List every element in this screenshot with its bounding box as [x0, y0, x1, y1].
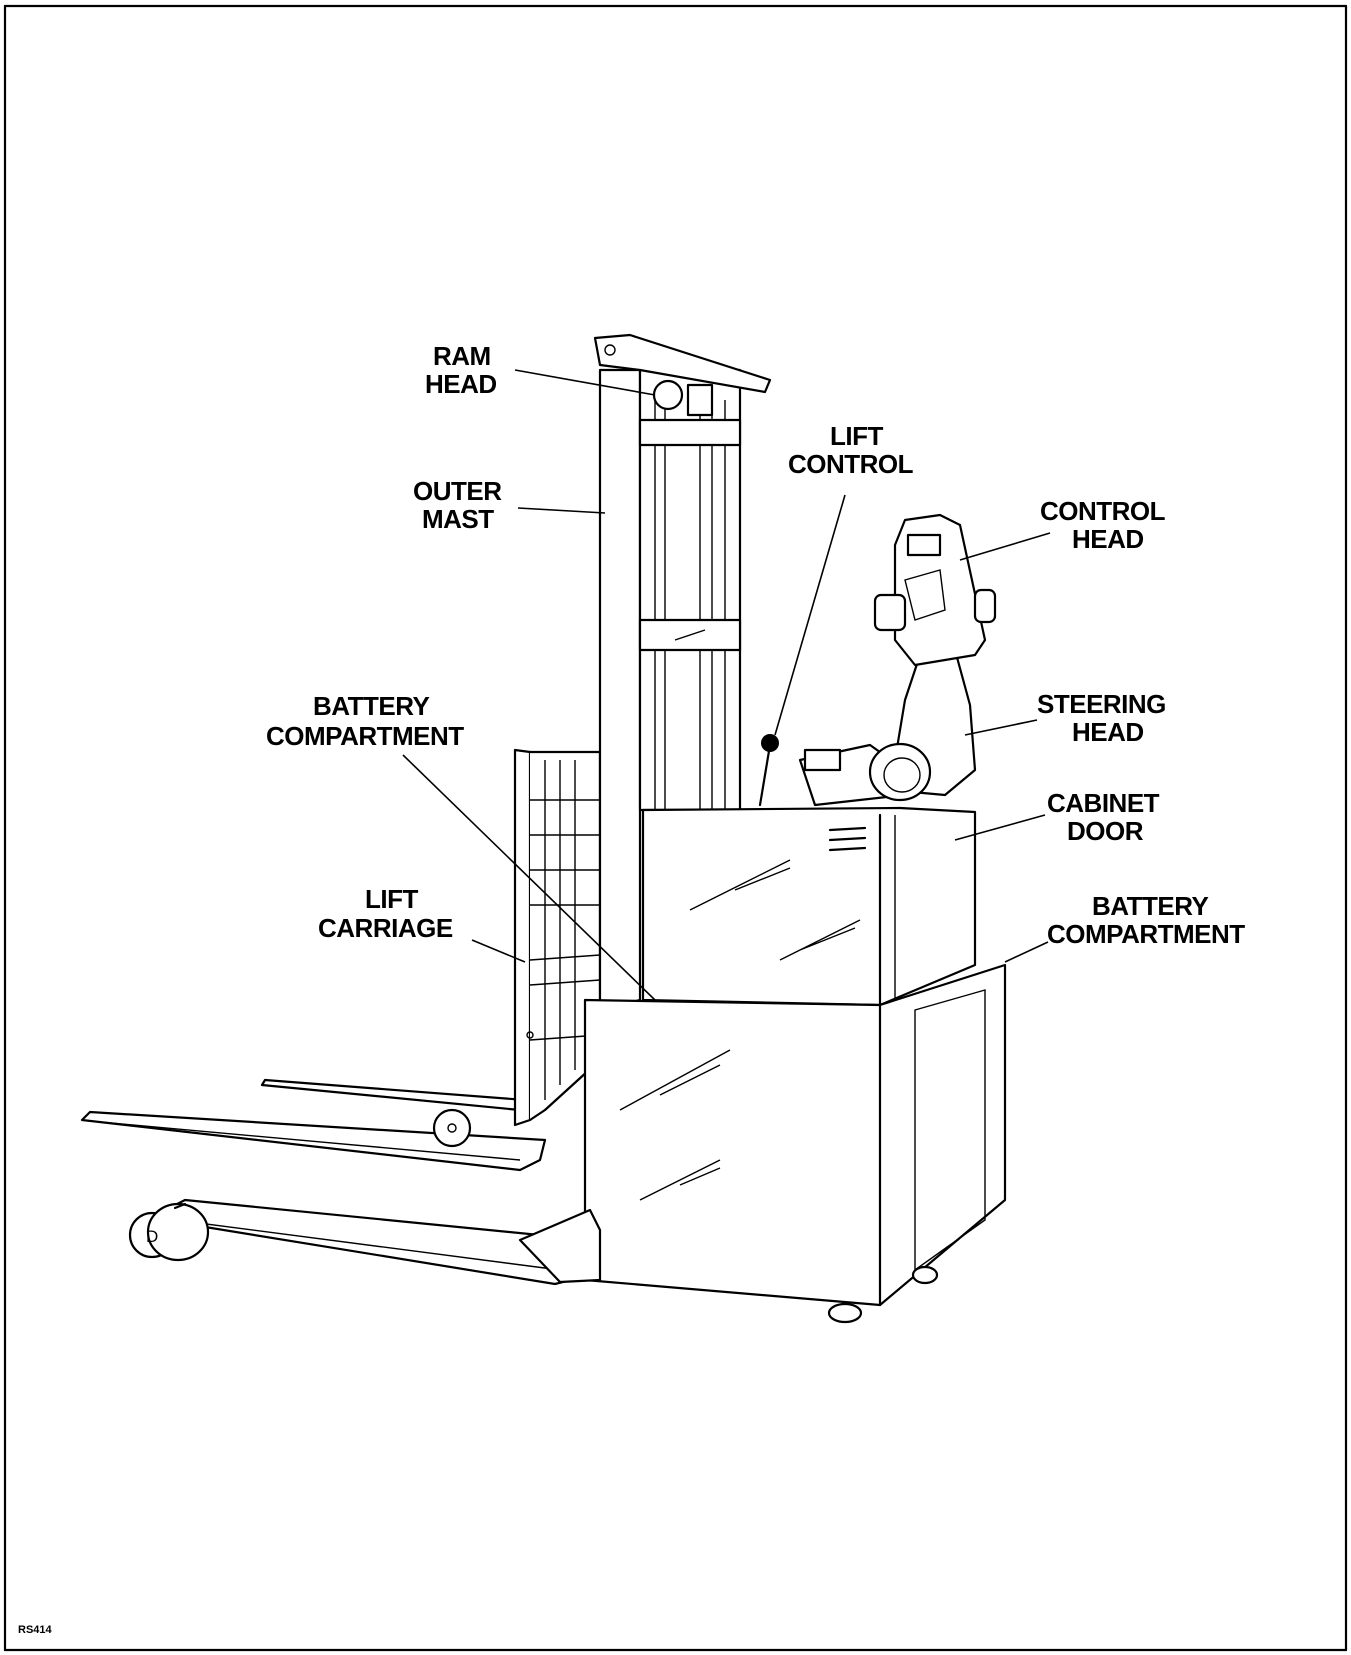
- cabinet: [641, 806, 977, 1007]
- callout-ram-head: RAM HEAD: [425, 341, 497, 399]
- figure-code: RS414: [18, 1624, 53, 1636]
- callout-battery-compartment-left: BATTERY COMPARTMENT: [266, 691, 465, 751]
- label-lift-control-line2: CONTROL: [788, 449, 914, 479]
- label-outer-mast-line1: OUTER: [413, 476, 502, 506]
- label-cabinet-door-line1: CABINET: [1047, 788, 1160, 818]
- callout-battery-compartment-right: BATTERY COMPARTMENT: [1047, 891, 1246, 949]
- label-control-head-line2: HEAD: [1072, 524, 1144, 554]
- callout-outer-mast: OUTER MAST: [413, 476, 503, 534]
- page-frame: [3, 4, 1348, 1652]
- upper-fork: [80, 1078, 547, 1172]
- callout-cabinet-door: CABINET DOOR: [1047, 788, 1160, 846]
- label-lift-carriage-line1: LIFT: [365, 884, 418, 914]
- callout-steering-head: STEERING HEAD: [1037, 689, 1166, 747]
- wheel-letter: D: [146, 1227, 158, 1246]
- label-ram-head-line2: HEAD: [425, 369, 497, 399]
- carriage-roller: [432, 1108, 472, 1148]
- lift-control-lever: [758, 734, 779, 807]
- label-outer-mast-line2: MAST: [422, 504, 494, 534]
- label-battery-compartment-left-line2: COMPARTMENT: [266, 721, 464, 751]
- label-steering-head-line2: HEAD: [1072, 717, 1144, 747]
- callout-lift-carriage: LIFT CARRIAGE: [318, 884, 453, 943]
- label-lift-carriage-line2: CARRIAGE: [318, 913, 453, 943]
- label-control-head-line1: CONTROL: [1040, 496, 1166, 526]
- label-lift-control-line1: LIFT: [830, 421, 883, 451]
- label-ram-head-line1: RAM: [433, 341, 491, 371]
- label-steering-head-line1: STEERING: [1037, 689, 1166, 719]
- label-cabinet-door-line2: DOOR: [1067, 816, 1144, 846]
- steering-arm: [798, 648, 977, 807]
- label-battery-compartment-left-line1: BATTERY: [313, 691, 430, 721]
- callout-control-head: CONTROL HEAD: [1040, 496, 1166, 554]
- outer-mast: [598, 368, 742, 1012]
- pallet-truck-drawing: D: [80, 333, 1007, 1324]
- callout-lift-control: LIFT CONTROL: [788, 421, 914, 479]
- leader-lines: [402, 369, 1051, 1001]
- control-head: [873, 513, 997, 667]
- label-battery-compartment-right-line1: BATTERY: [1092, 891, 1209, 921]
- label-battery-compartment-right-line2: COMPARTMENT: [1047, 919, 1245, 949]
- battery-compartment-base: [518, 963, 1007, 1324]
- ram-head: [593, 333, 772, 417]
